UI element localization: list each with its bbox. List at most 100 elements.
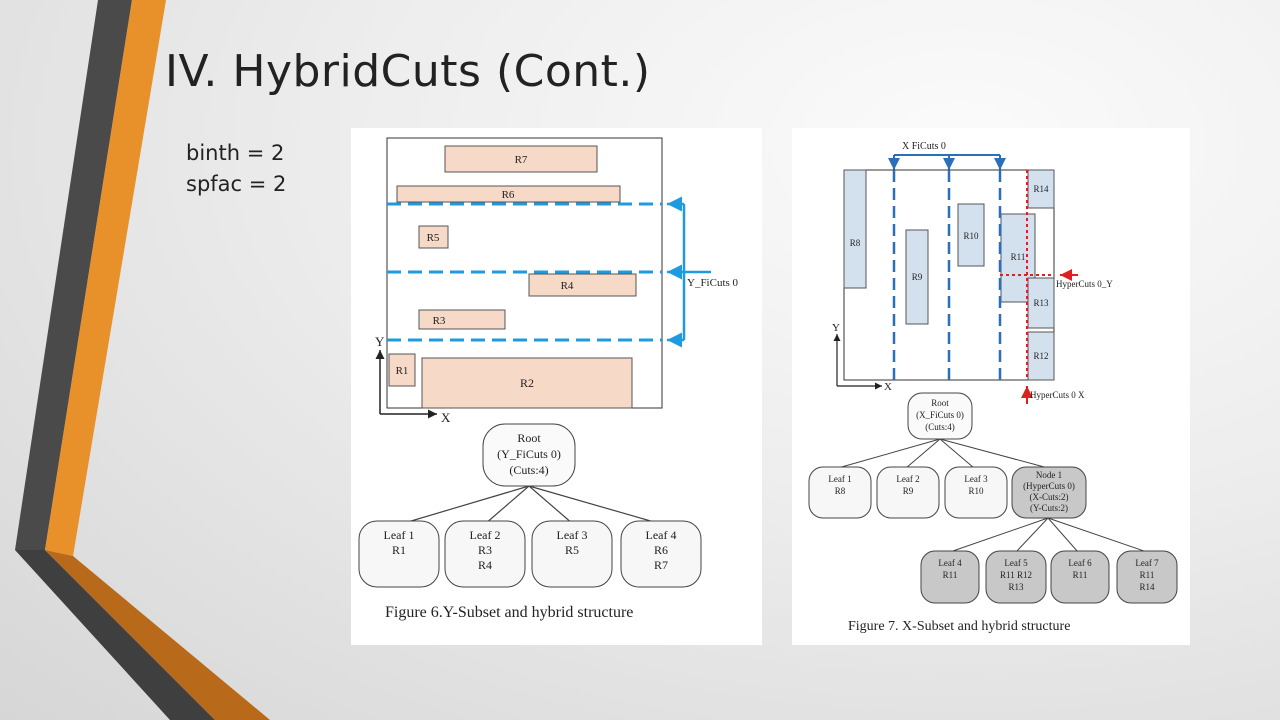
rule-r6-label: R6	[502, 189, 515, 201]
leaf-5-rule-a: R11 R12	[1000, 570, 1032, 580]
rule-r13-label: R13	[1033, 298, 1049, 308]
rule-r4: R4	[528, 273, 637, 297]
tree-node-1: Node 1 (HyperCuts 0) (X-Cuts:2) (Y-Cuts:…	[1011, 466, 1087, 519]
hyper-cut-lines	[1000, 170, 1054, 380]
root-line-2: (X_FiCuts 0)	[916, 410, 964, 420]
rule-r2: R2	[421, 357, 633, 409]
leaf-7-rule-a: R11	[1140, 570, 1155, 580]
param-binth: binth = 2	[186, 141, 285, 165]
axis-x-label: X	[441, 410, 451, 425]
tree-leaf-2: Leaf 2 R3 R4	[444, 520, 526, 588]
rule-r3-label: R3	[433, 315, 446, 327]
figure-6-diagram: R7 R6 R5 R4 R3 R1 R2	[358, 137, 739, 621]
leaf-4-title: Leaf 4	[938, 558, 962, 568]
tree-root-node: Root (Y_FiCuts 0) (Cuts:4)	[482, 423, 576, 487]
hypercuts-y-label: HyperCuts 0_Y	[1056, 279, 1113, 289]
stripe-dark-diagonal	[15, 550, 215, 720]
rule-r8: R8	[843, 169, 867, 289]
tree-root-node: Root (X_FiCuts 0) (Cuts:4)	[907, 392, 973, 440]
figure-6: R7 R6 R5 R4 R3 R1 R2	[351, 128, 762, 645]
leaf-4-rule-a: R6	[654, 543, 668, 557]
leaf-7-title: Leaf 7	[1135, 558, 1159, 568]
leaf-5-title: Leaf 5	[1004, 558, 1028, 568]
leaf-7-rule-b: R14	[1139, 582, 1155, 592]
y-ficuts-label: Y_FiCuts 0	[687, 277, 739, 289]
tree-leaf-2: Leaf 2 R9	[876, 466, 940, 519]
tree-leaf-1: Leaf 1 R8	[808, 466, 872, 519]
axis-y-label: Y	[375, 334, 385, 349]
axes	[833, 334, 882, 390]
tree-leaf-3: Leaf 3 R10	[944, 466, 1008, 519]
root-line-2: (Y_FiCuts 0)	[497, 447, 561, 461]
figure-6-caption: Figure 6.Y-Subset and hybrid structure	[385, 604, 633, 621]
slide-title: IV. HybridCuts (Cont.)	[165, 46, 651, 97]
y-cut-arrows	[667, 196, 711, 348]
node-1-line-4: (Y-Cuts:2)	[1030, 503, 1068, 513]
parameter-list: binth = 2 spfac = 2	[186, 138, 286, 200]
rule-r1-label: R1	[396, 365, 409, 377]
rule-r8-label: R8	[850, 238, 861, 248]
rule-r1: R1	[388, 353, 416, 387]
rule-r5: R5	[418, 225, 449, 249]
node-1-line-3: (X-Cuts:2)	[1030, 492, 1069, 502]
leaf-1-rule: R1	[392, 543, 406, 557]
tree-leaf-7: Leaf 7 R11 R14	[1116, 550, 1178, 604]
stripe-orange	[45, 0, 166, 556]
leaf-2-rule-b: R4	[478, 558, 492, 572]
tree-leaf-1: Leaf 1 R1	[358, 520, 440, 588]
tree-leaf-4: Leaf 4 R6 R7	[620, 520, 702, 588]
leaf-2-rule-a: R3	[478, 543, 492, 557]
figure-7-diagram: X FiCuts 0 R8 R9 R10 R11 R14	[808, 141, 1178, 634]
leaf-3-rule: R5	[565, 543, 579, 557]
decorative-stripes	[15, 0, 270, 720]
rule-r9: R9	[905, 229, 929, 325]
root-line-3: (Cuts:4)	[925, 422, 955, 432]
root-line-1: Root	[517, 431, 541, 445]
leaf-1-title: Leaf 1	[384, 528, 415, 542]
stripe-dark	[15, 0, 132, 550]
node-1-title: Node 1	[1036, 470, 1062, 480]
tree-leaf-3: Leaf 3 R5	[531, 520, 613, 588]
leaf-2-rule: R9	[903, 486, 914, 496]
rule-r5-label: R5	[427, 232, 440, 244]
rule-r14: R14	[1027, 169, 1055, 209]
axis-x-label: X	[884, 381, 892, 393]
rule-r9-label: R9	[912, 272, 923, 282]
axes	[375, 350, 437, 419]
rule-r7: R7	[444, 145, 598, 173]
param-spfac: spfac = 2	[186, 172, 287, 196]
stripe-brown-diagonal	[45, 550, 270, 720]
leaf-6-rule: R11	[1073, 570, 1088, 580]
leaf-3-rule: R10	[968, 486, 984, 496]
leaf-3-title: Leaf 3	[557, 528, 588, 542]
tree-edges	[837, 438, 1148, 553]
tree-leaf-6: Leaf 6 R11	[1050, 550, 1110, 604]
rule-r13: R13	[1027, 277, 1055, 329]
leaf-2-title: Leaf 2	[470, 528, 501, 542]
axis-y-label: Y	[832, 322, 840, 334]
root-line-1: Root	[931, 398, 949, 408]
leaf-6-title: Leaf 6	[1068, 558, 1092, 568]
leaf-1-rule: R8	[835, 486, 846, 496]
rule-r4-label: R4	[561, 280, 574, 292]
root-line-3: (Cuts:4)	[509, 463, 548, 477]
tree-leaf-5: Leaf 5 R11 R12 R13	[985, 550, 1047, 604]
x-cut-top-arrows	[888, 154, 1006, 170]
figure-7: X FiCuts 0 R8 R9 R10 R11 R14	[792, 128, 1190, 645]
rule-r3: R3	[418, 309, 506, 330]
tree-leaf-4: Leaf 4 R11	[920, 550, 980, 604]
tree-edges	[400, 485, 662, 525]
leaf-4-rule: R11	[943, 570, 958, 580]
rule-r12: R12	[1027, 331, 1055, 381]
leaf-4-rule-b: R7	[654, 558, 668, 572]
rule-r10: R10	[957, 203, 985, 267]
rule-r6: R6	[396, 185, 621, 203]
node-1-line-2: (HyperCuts 0)	[1023, 481, 1075, 491]
rule-r11-label: R11	[1011, 252, 1026, 262]
rule-r2-label: R2	[520, 376, 534, 390]
rule-r14-label: R14	[1033, 184, 1049, 194]
leaf-1-title: Leaf 1	[828, 474, 851, 484]
leaf-5-rule-b: R13	[1008, 582, 1024, 592]
rule-r10-label: R10	[963, 231, 979, 241]
hypercuts-x-label: HyperCuts 0 X	[1030, 390, 1085, 400]
